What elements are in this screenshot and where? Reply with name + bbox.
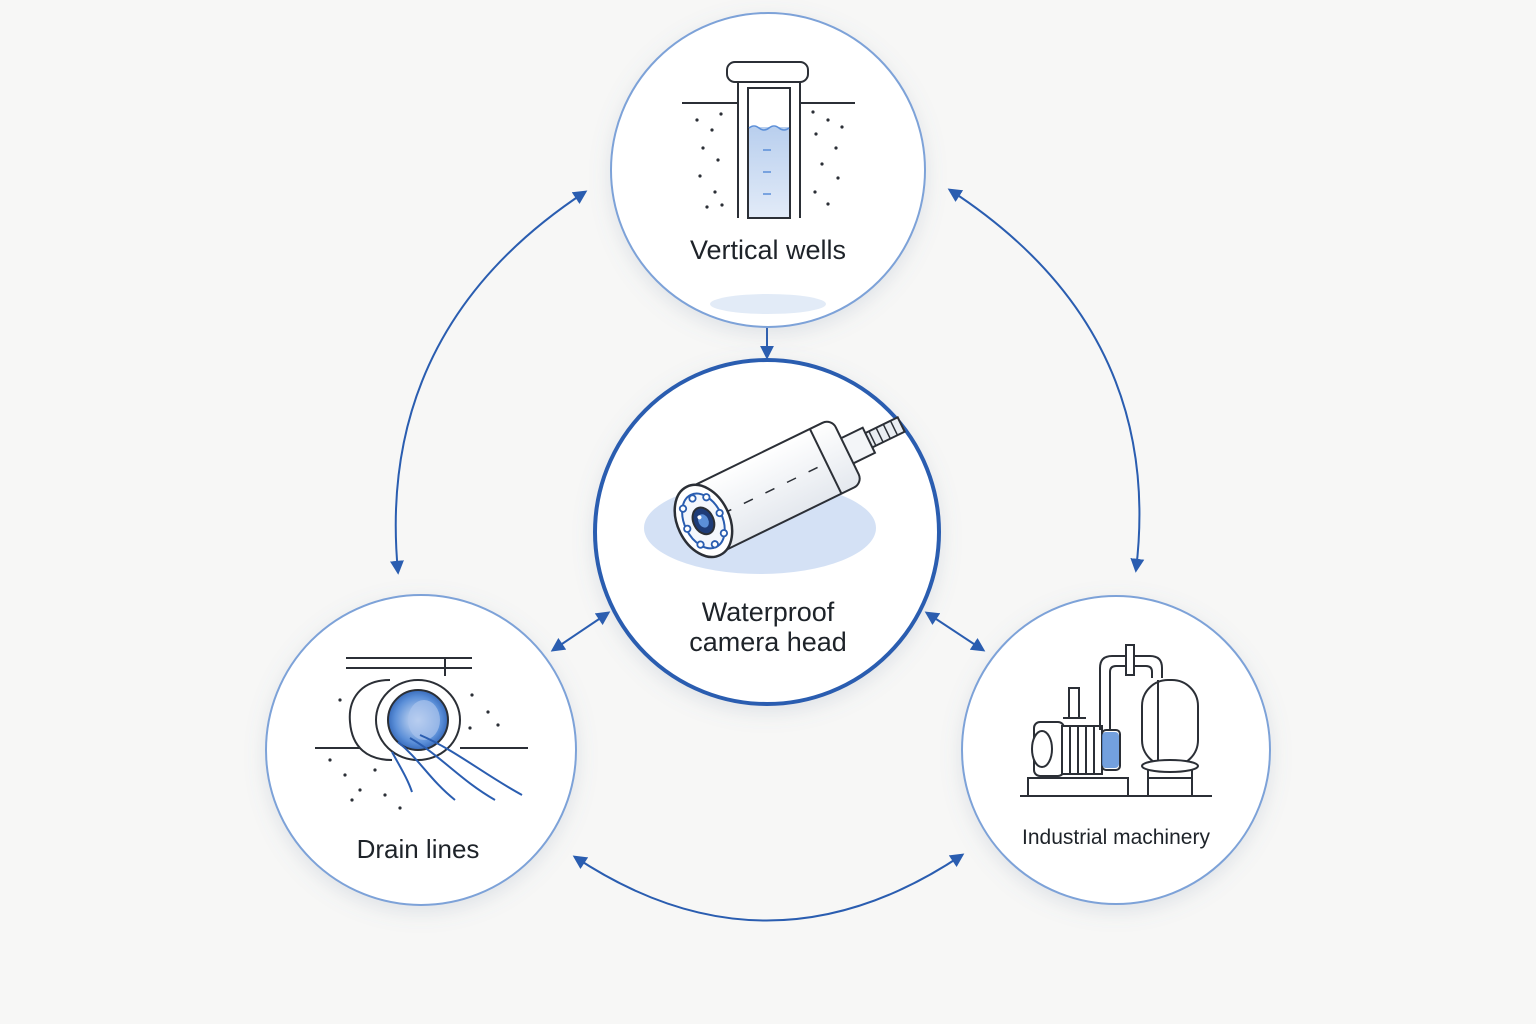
soil-dots: [695, 110, 844, 209]
connectors: [389, 188, 1145, 922]
water-flow: [391, 734, 523, 801]
connector-wells-industrial: [947, 188, 1145, 573]
node-waterproof-camera-head: Waterproof camera head: [593, 358, 941, 706]
well-shaft-icon: [682, 61, 855, 219]
node-drain-lines: Drain lines: [265, 594, 577, 906]
center-label-line2: camera head: [689, 627, 847, 657]
waterproof-camera-icon: [644, 415, 907, 574]
connector-center-industrial: [924, 611, 986, 652]
connector-center-drain: [550, 611, 611, 652]
soil-dots: [328, 693, 500, 810]
node-vertical-wells-label: Vertical wells: [690, 235, 846, 265]
connector-drain-industrial: [572, 853, 965, 922]
node-drain-lines-label: Drain lines: [357, 834, 480, 864]
node-vertical-wells: Vertical wells: [610, 12, 926, 328]
drain-pipe-icon: [315, 657, 528, 761]
center-label-line1: Waterproof: [702, 597, 835, 627]
connector-drain-wells: [389, 190, 588, 575]
node-industrial-machinery: Industrial machinery: [961, 595, 1271, 905]
pump-tank-icon: [1020, 644, 1212, 797]
node-industrial-machinery-label: Industrial machinery: [1022, 826, 1210, 849]
